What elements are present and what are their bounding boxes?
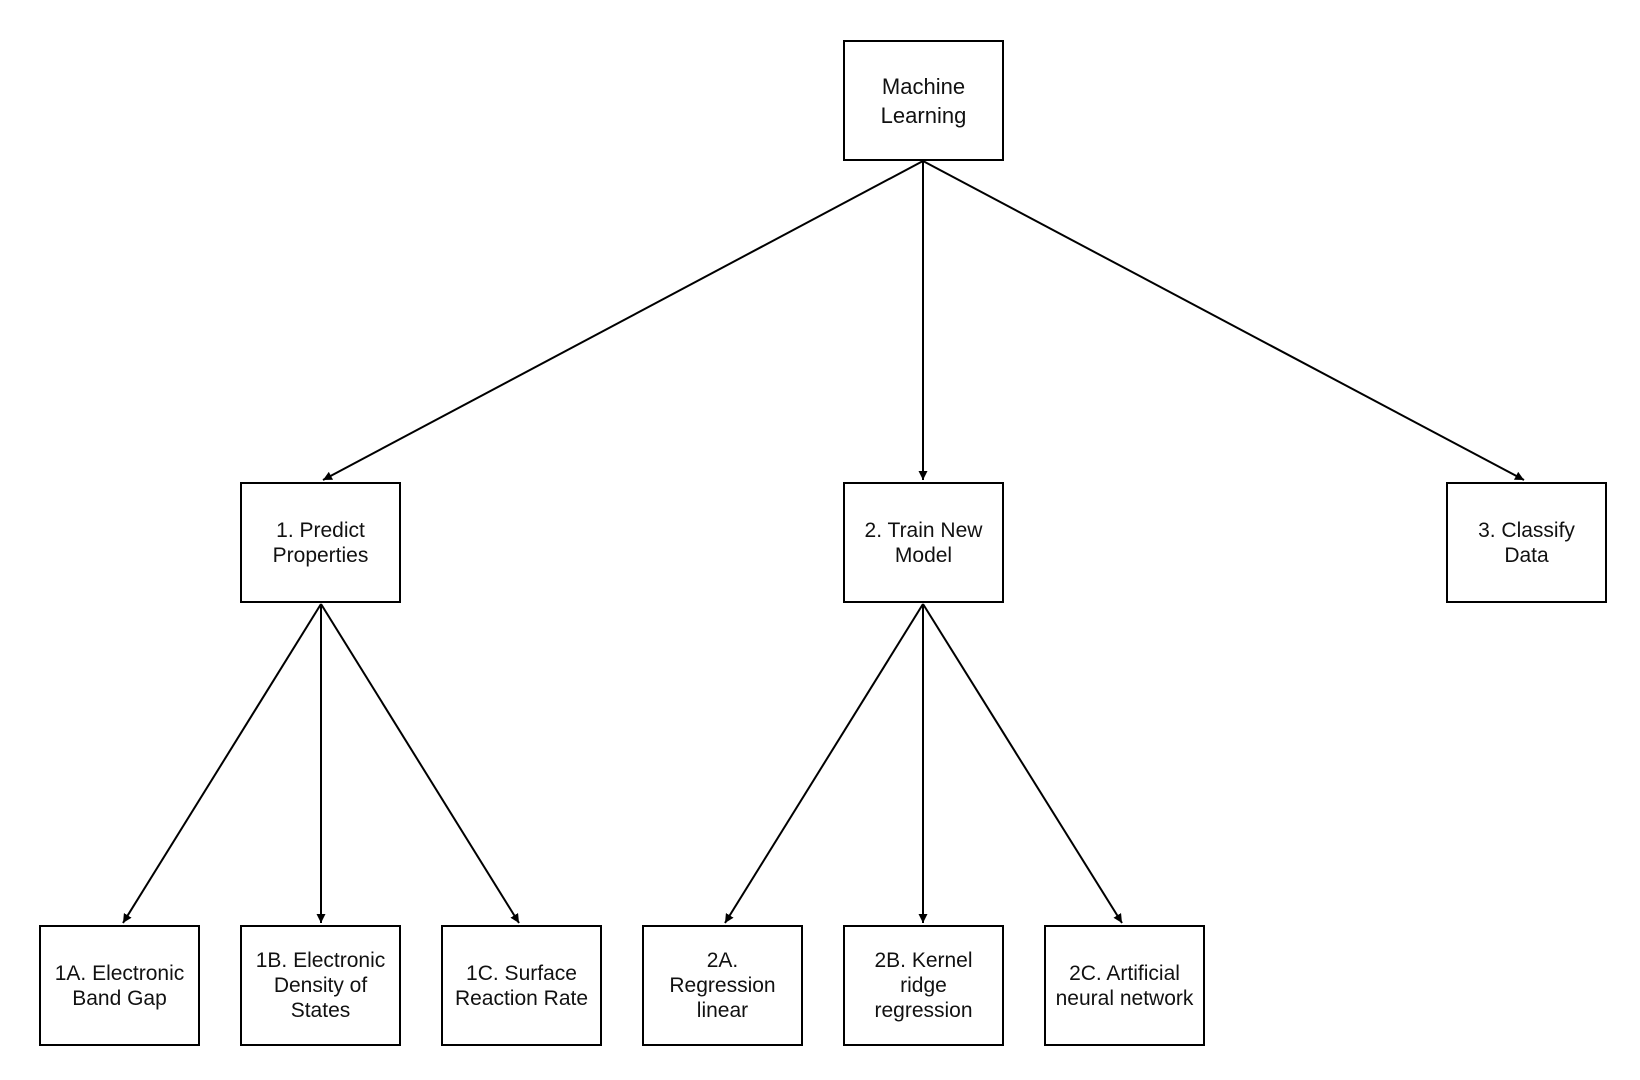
node-label: 3. Classify Data <box>1478 518 1575 567</box>
edge-root-to-classify-data <box>922 160 1525 481</box>
node-label: 2B. Kernel ridge regression <box>874 949 973 1022</box>
node-machine-learning: Machine Learning <box>843 40 1004 161</box>
node-surface-reaction-rate: 1C. Surface Reaction Rate <box>441 925 602 1046</box>
edge-predict-to-band-gap <box>122 603 322 924</box>
node-label: 2A. Regression linear <box>669 949 776 1022</box>
node-artificial-neural-network: 2C. Artificial neural network <box>1044 925 1205 1046</box>
edge-train-to-neural-network <box>922 603 1123 924</box>
node-label: 1B. Electronic Density of States <box>255 949 386 1022</box>
node-label: 2. Train New Model <box>864 518 983 567</box>
node-label: 1. Predict Properties <box>272 518 369 567</box>
node-label: 1A. Electronic Band Gap <box>54 961 185 1010</box>
node-label: 2C. Artificial neural network <box>1055 961 1194 1010</box>
edge-predict-to-surface-reaction-rate <box>320 603 520 924</box>
node-train-new-model: 2. Train New Model <box>843 482 1004 603</box>
node-kernel-ridge-regression: 2B. Kernel ridge regression <box>843 925 1004 1046</box>
node-electronic-density-of-states: 1B. Electronic Density of States <box>240 925 401 1046</box>
node-label: Machine Learning <box>880 73 967 128</box>
node-regression-linear: 2A. Regression linear <box>642 925 803 1046</box>
node-predict-properties: 1. Predict Properties <box>240 482 401 603</box>
node-electronic-band-gap: 1A. Electronic Band Gap <box>39 925 200 1046</box>
edge-root-to-predict-properties <box>322 160 924 481</box>
node-label: 1C. Surface Reaction Rate <box>454 961 589 1010</box>
edge-train-to-regression-linear <box>724 603 924 924</box>
node-classify-data: 3. Classify Data <box>1446 482 1607 603</box>
